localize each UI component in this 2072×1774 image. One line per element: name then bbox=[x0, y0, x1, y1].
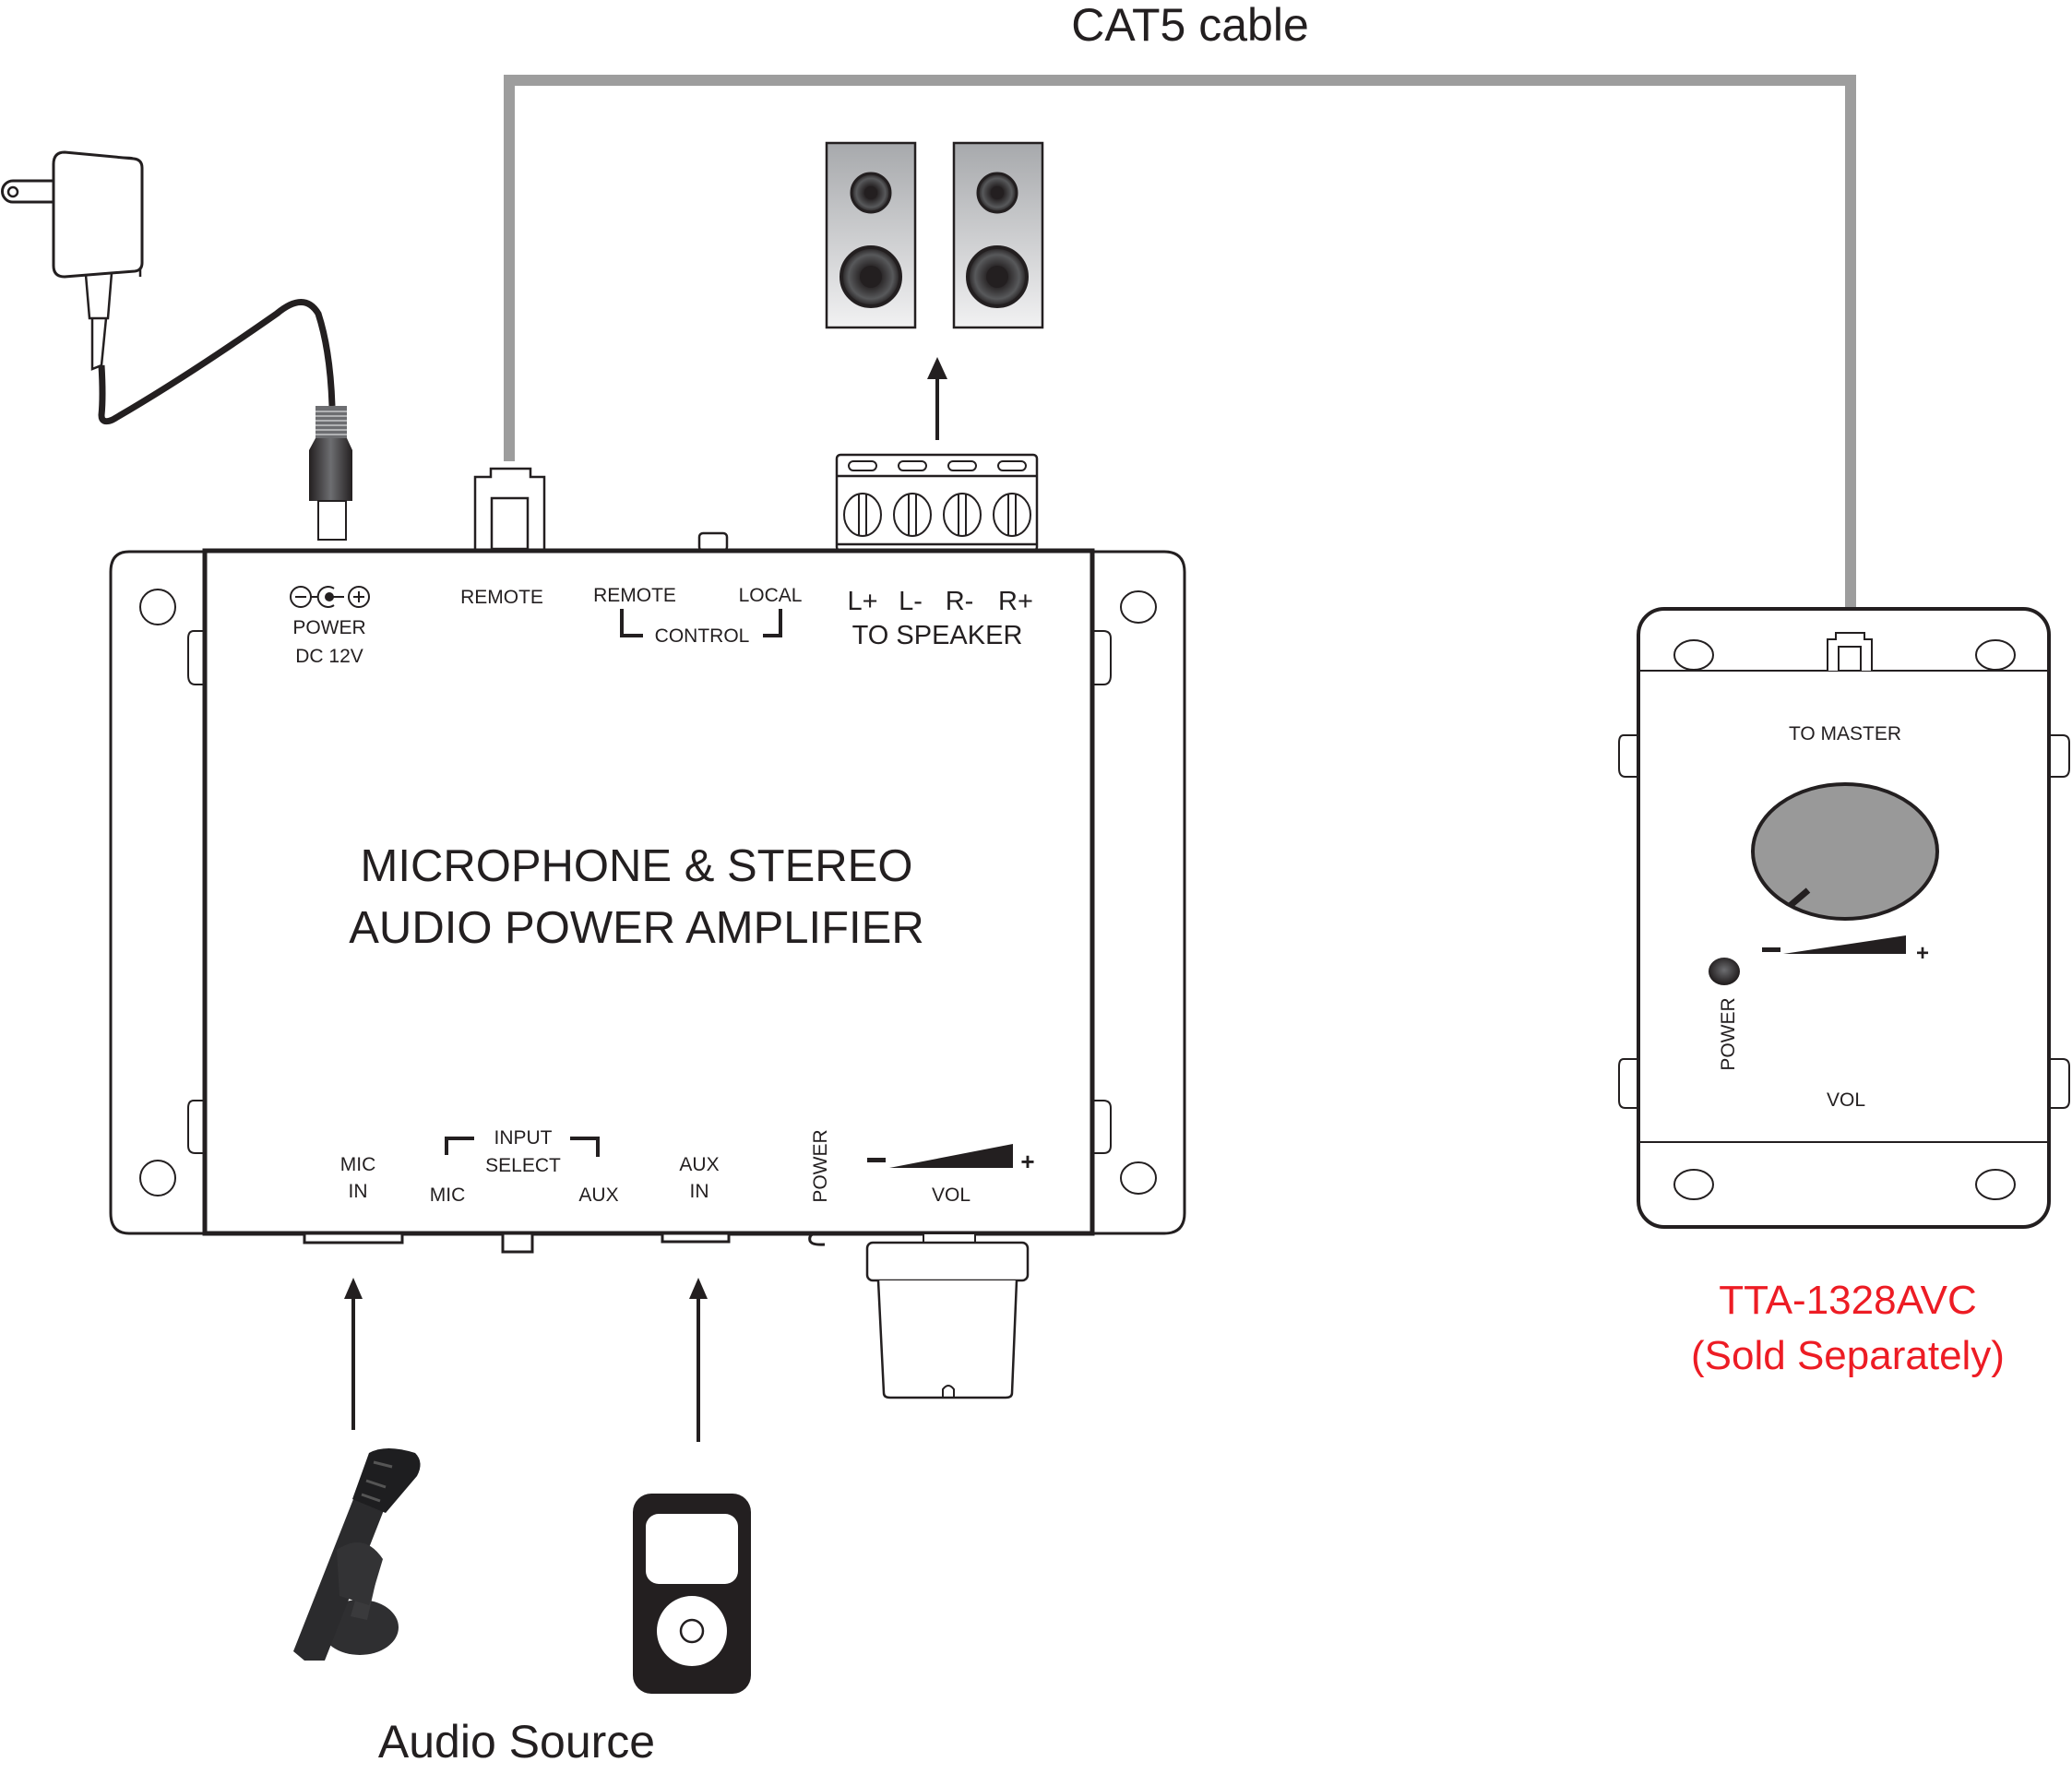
rj45-plug-remote-icon bbox=[473, 467, 546, 551]
mic-in-label-line2: IN bbox=[349, 1181, 368, 1202]
remote-power-led-icon bbox=[1709, 958, 1740, 985]
cat5-cable bbox=[504, 75, 1856, 646]
terminal-slot-0 bbox=[848, 460, 877, 471]
aux-in-label-line2: IN bbox=[690, 1181, 709, 1202]
input-select-label-line2: SELECT bbox=[485, 1155, 561, 1176]
terminal-label-0: L+ bbox=[847, 587, 877, 616]
speaker-terminal-block bbox=[835, 453, 1039, 553]
terminal-slot-3 bbox=[997, 460, 1027, 471]
vol-minus-icon bbox=[867, 1158, 886, 1162]
dc-power-symbol-icon bbox=[290, 586, 370, 608]
control-switch-nub bbox=[697, 531, 729, 553]
control-bracket-left bbox=[620, 609, 643, 637]
input-select-label-line1: INPUT bbox=[494, 1127, 553, 1149]
amplifier-title-line1: MICROPHONE & STEREO bbox=[361, 841, 913, 891]
arrow-to-speakers-icon bbox=[927, 357, 947, 440]
control-remote-label: REMOTE bbox=[593, 585, 676, 606]
terminal-slot-2 bbox=[947, 460, 977, 471]
select-aux-label: AUX bbox=[578, 1185, 618, 1206]
control-bracket-right bbox=[763, 609, 782, 637]
remote-vol-knob-icon bbox=[1751, 782, 1939, 921]
terminal-slot-1 bbox=[898, 460, 927, 471]
to-speaker-label: TO SPEAKER bbox=[852, 621, 1023, 650]
microphone-icon bbox=[293, 1448, 421, 1661]
input-select-bracket-left bbox=[445, 1137, 474, 1155]
vol-plus-label: + bbox=[1020, 1148, 1034, 1175]
speaker-right-icon bbox=[952, 141, 1044, 329]
remote-power-label: POWER bbox=[1718, 997, 1739, 1070]
vol-label: VOL bbox=[932, 1185, 971, 1206]
remote-vol-minus-icon bbox=[1762, 947, 1780, 952]
remote-port-label: REMOTE bbox=[460, 587, 543, 608]
remote-volume-control bbox=[1618, 607, 2070, 1229]
terminal-label-1: L- bbox=[899, 587, 923, 616]
remote-sold-separately-label: (Sold Separately) bbox=[1691, 1333, 2005, 1378]
to-master-label: TO MASTER bbox=[1789, 723, 1901, 744]
cat5-cable-label: CAT5 cable bbox=[1071, 0, 1309, 51]
media-player-icon bbox=[633, 1494, 751, 1694]
input-select-switch bbox=[501, 1232, 534, 1254]
amplifier-unit bbox=[109, 548, 1186, 1254]
mic-in-label-line1: MIC bbox=[340, 1154, 376, 1175]
select-mic-label: MIC bbox=[430, 1185, 466, 1206]
control-local-label: LOCAL bbox=[739, 585, 803, 606]
terminal-screw-2 bbox=[943, 493, 982, 537]
input-select-bracket-right bbox=[570, 1137, 600, 1157]
power-spec: DC 12V bbox=[295, 646, 363, 667]
mic-in-jack bbox=[303, 1232, 404, 1244]
power-adapter-icon bbox=[1, 150, 352, 541]
terminal-screw-0 bbox=[843, 493, 882, 537]
terminal-label-2: R- bbox=[946, 587, 974, 616]
power-label: POWER bbox=[292, 617, 365, 638]
vol-ramp-icon bbox=[889, 1144, 1013, 1168]
terminal-label-3: R+ bbox=[998, 587, 1033, 616]
terminal-screw-3 bbox=[993, 493, 1031, 537]
arrow-mic-icon bbox=[344, 1278, 363, 1430]
power-led-icon bbox=[808, 1232, 826, 1246]
remote-model-label: TTA-1328AVC bbox=[1719, 1278, 1977, 1323]
amplifier-title-line2: AUDIO POWER AMPLIFIER bbox=[349, 903, 923, 953]
rj45-plug-to-master-icon bbox=[1827, 632, 1873, 671]
power-led-label: POWER bbox=[810, 1129, 831, 1202]
remote-vol-ramp-icon bbox=[1783, 935, 1906, 954]
control-label: CONTROL bbox=[655, 625, 750, 647]
terminal-screw-1 bbox=[893, 493, 932, 537]
aux-in-label-line1: AUX bbox=[679, 1154, 719, 1175]
aux-in-jack bbox=[661, 1232, 731, 1244]
remote-vol-plus-label: + bbox=[1916, 941, 1929, 966]
audio-source-label: Audio Source bbox=[378, 1716, 655, 1768]
volume-knob-icon bbox=[865, 1232, 1030, 1399]
remote-vol-label: VOL bbox=[1827, 1089, 1865, 1111]
arrow-aux-icon bbox=[689, 1278, 708, 1442]
speaker-left-icon bbox=[825, 141, 917, 329]
